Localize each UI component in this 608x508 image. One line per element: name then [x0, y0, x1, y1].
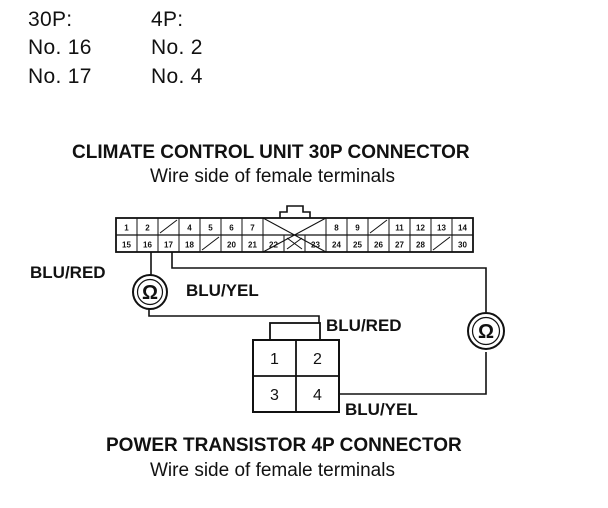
header-30p-row-1: No. 16: [28, 36, 92, 59]
transistor-connector-title: POWER TRANSISTOR 4P CONNECTOR: [106, 435, 462, 456]
ohm-symbol-left: Ω: [142, 282, 158, 304]
ecu-pin-r1-c15: 12: [416, 224, 425, 233]
header-4p-row-2: No. 4: [151, 65, 203, 88]
wire-label-blu-red-left: BLU/RED: [30, 263, 106, 282]
ecu-pin-r2-c11: 24: [332, 241, 341, 250]
ecu-pin-r2-c10: 23: [311, 241, 320, 250]
ohmmeter-left: Ω: [132, 274, 168, 310]
wire-right-meter-to-4p-pin4: [338, 352, 487, 395]
ecu-pin-r1-c11: 8: [334, 224, 339, 233]
ecu-pin-r1-c1: 1: [124, 224, 129, 233]
wire-label-blu-yel-bottom: BLU/YEL: [345, 400, 418, 419]
ecu-connector-subtitle: Wire side of female terminals: [150, 166, 395, 187]
4p-connector-tab: [269, 322, 321, 341]
ecu-pin-r2-c8: 22: [269, 241, 278, 250]
header-30p-title: 30P:: [28, 8, 73, 31]
4p-pin-1: 1: [270, 351, 279, 368]
wire-label-blu-yel-middle: BLU/YEL: [186, 281, 259, 300]
ohm-symbol-right: Ω: [478, 321, 494, 343]
ecu-pin-r2-c17: 30: [458, 241, 467, 250]
4p-pin-4: 4: [313, 387, 322, 404]
ecu-pin-r1-c16: 13: [437, 224, 446, 233]
ecu-pin-r2-c1: 15: [122, 241, 131, 250]
ecu-connector-title: CLIMATE CONTROL UNIT 30P CONNECTOR: [72, 142, 470, 163]
ecu-pin-r2-c6: 20: [227, 241, 236, 250]
transistor-connector-subtitle: Wire side of female terminals: [150, 460, 395, 481]
ecu-pin-r1-c5: 5: [208, 224, 213, 233]
ohmmeter-right: Ω: [467, 312, 505, 350]
ecu-pin-r2-c12: 25: [353, 241, 362, 250]
ecu-pin-r1-c2: 2: [145, 224, 150, 233]
ecu-pin-r1-c17: 14: [458, 224, 467, 233]
4p-pin-2: 2: [313, 351, 322, 368]
ecu-pin-r2-c13: 26: [374, 241, 383, 250]
header-30p-row-2: No. 17: [28, 65, 92, 88]
header-4p-title: 4P:: [151, 8, 184, 31]
ecu-pin-r2-c15: 28: [416, 241, 425, 250]
4p-pin-3: 3: [270, 387, 279, 404]
wire-pin17-to-right-meter: [171, 252, 487, 312]
ecu-pin-r1-c7: 7: [250, 224, 255, 233]
ecu-pin-r1-c6: 6: [229, 224, 234, 233]
ecu-connector-lock-tab: [279, 205, 311, 218]
ecu-pin-r2-c3: 17: [164, 241, 173, 250]
ecu-pin-r2-c2: 16: [143, 241, 152, 250]
ecu-pin-r2-c4: 18: [185, 241, 194, 250]
ecu-pin-r1-c4: 4: [187, 224, 192, 233]
ecu-pin-r2-c7: 21: [248, 241, 257, 250]
header-4p-row-1: No. 2: [151, 36, 203, 59]
ecu-pin-r2-c14: 27: [395, 241, 404, 250]
ecu-pin-r1-c12: 9: [355, 224, 360, 233]
power-transistor-4p-connector: 1 2 3 4: [252, 322, 340, 413]
ecu-pin-r1-c14: 11: [395, 224, 404, 233]
wire-label-blu-red-right: BLU/RED: [326, 316, 402, 335]
